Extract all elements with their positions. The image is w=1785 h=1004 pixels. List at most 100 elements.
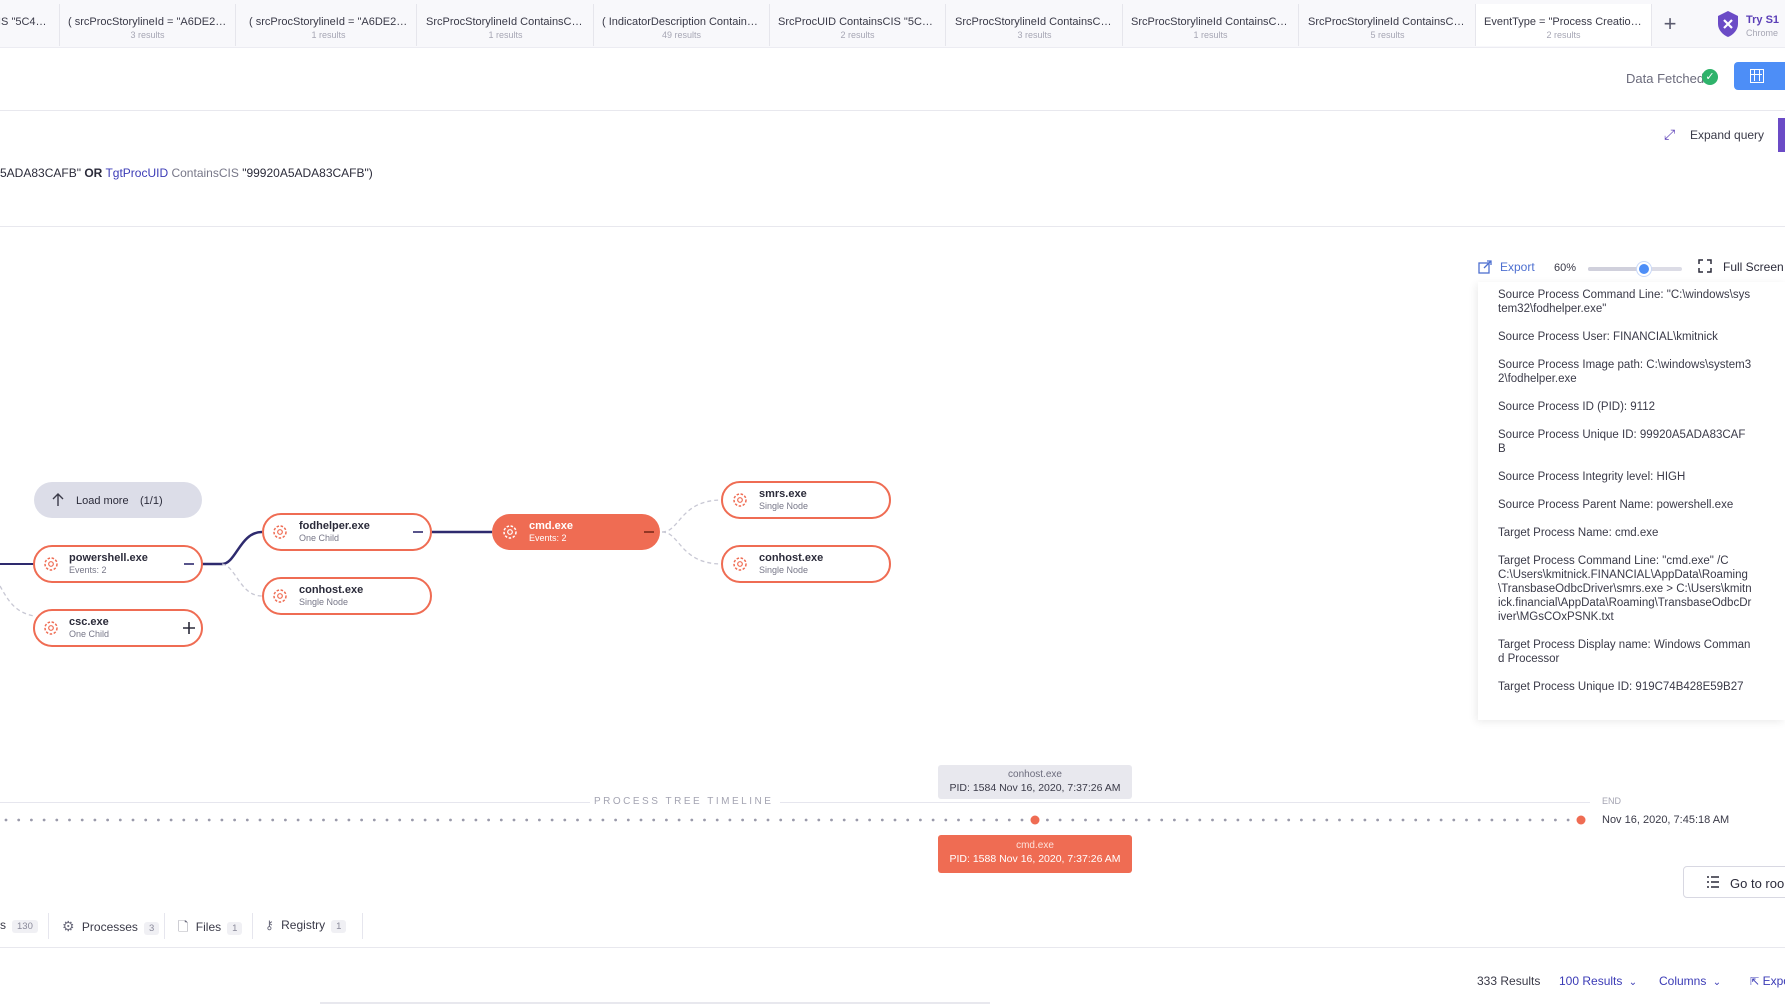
timeline-event-dot[interactable]	[855, 818, 859, 822]
export-icon[interactable]	[1478, 260, 1492, 274]
timeline-event-dot[interactable]	[17, 818, 21, 822]
timeline-event-dot[interactable]	[1566, 818, 1570, 822]
query-tab[interactable]: ( IndicatorDescription ContainsC... 49 r…	[594, 4, 770, 46]
timeline-event-dot[interactable]	[1363, 818, 1367, 822]
timeline-event-dot[interactable]	[474, 818, 478, 822]
timeline-event-dot[interactable]	[766, 818, 770, 822]
query-tab[interactable]: ( srcProcStorylineId = "A6DE235... 3 res…	[60, 4, 236, 46]
timeline-event-dot[interactable]	[296, 818, 300, 822]
process-node-powershell[interactable]: powershell.exe Events: 2	[33, 545, 203, 583]
timeline-event-dot[interactable]	[1515, 818, 1519, 822]
timeline-event-dot[interactable]	[1211, 818, 1214, 822]
timeline-event-dot[interactable]	[334, 818, 338, 822]
timeline-event-dot[interactable]	[1185, 818, 1189, 822]
horizontal-scrollbar[interactable]	[320, 1002, 990, 1004]
load-more-button[interactable]: Load more (1/1)	[34, 482, 202, 518]
query-text[interactable]: 5ADA83CAFB" OR TgtProcUID ContainsCIS "9…	[0, 166, 373, 180]
timeline-event-dot[interactable]	[944, 818, 948, 822]
query-tab[interactable]: ( srcProcStorylineId = "A6DE235... 1 res…	[241, 4, 417, 46]
timeline-event-dot[interactable]	[703, 818, 706, 822]
timeline-event-dot[interactable]	[1046, 818, 1049, 822]
timeline-event-dot[interactable]	[753, 818, 757, 822]
timeline-event-dot[interactable]	[1274, 818, 1278, 822]
timeline-event-dot[interactable]	[792, 818, 795, 822]
timeline-event-dot[interactable]	[80, 818, 84, 822]
timeline-event-dot[interactable]	[842, 818, 846, 822]
timeline-event-dot[interactable]	[690, 818, 694, 822]
timeline-event-dot[interactable]	[626, 818, 630, 822]
timeline-event-dot[interactable]	[360, 818, 363, 822]
timeline-event-dot[interactable]	[525, 818, 529, 822]
timeline-event-dot[interactable]	[309, 818, 313, 822]
timeline-event-dot[interactable]	[1350, 818, 1354, 822]
timeline-event-dot[interactable]	[30, 818, 33, 822]
columns-select[interactable]: Columns ⌄	[1659, 974, 1721, 988]
timeline-event-dot[interactable]	[1465, 818, 1468, 822]
timeline-event-dot[interactable]	[804, 818, 808, 822]
timeline-event-dot[interactable]	[207, 818, 211, 822]
fullscreen-icon[interactable]	[1698, 259, 1712, 273]
timeline-event-dot[interactable]	[652, 818, 656, 822]
zoom-slider-thumb[interactable]	[1637, 262, 1652, 276]
timeline-event-dot[interactable]	[1020, 818, 1024, 822]
timeline-event-dot[interactable]	[1528, 818, 1532, 822]
timeline-event-dot[interactable]	[1173, 818, 1176, 822]
timeline-event-dot[interactable]	[1071, 818, 1075, 822]
timeline-event-dot[interactable]	[1554, 818, 1557, 822]
try-label[interactable]: Try S1	[1746, 14, 1780, 26]
timeline-event-dot[interactable]	[1084, 818, 1087, 822]
timeline-event-dot[interactable]	[461, 818, 465, 822]
timeline-event-dot[interactable]	[245, 818, 249, 822]
process-node-fodhelper[interactable]: fodhelper.exe One Child	[262, 513, 432, 551]
query-tab[interactable]: SrcProcStorylineId ContainsCIS "... 5 re…	[1300, 4, 1476, 46]
process-node-conhost[interactable]: conhost.exe Single Node	[721, 545, 891, 583]
timeline-event-dot[interactable]	[512, 818, 516, 822]
timeline-event-dot[interactable]	[1325, 818, 1329, 822]
query-tab-active[interactable]: EventType = "Process Creation" ... 2 res…	[1476, 4, 1652, 46]
timeline-event-dot[interactable]	[1427, 818, 1430, 822]
timeline-event-dot[interactable]	[995, 818, 998, 822]
timeline-event-dot[interactable]	[398, 818, 402, 822]
page-size-select[interactable]: 100 Results ⌄	[1559, 974, 1637, 988]
timeline-event-dot[interactable]	[1096, 818, 1100, 822]
timeline-event-dot[interactable]	[779, 818, 783, 822]
expand-node-icon[interactable]	[183, 622, 195, 634]
timeline-event-dot[interactable]	[1249, 818, 1252, 822]
timeline-event-dot[interactable]	[233, 818, 237, 822]
timeline-event-dot[interactable]	[931, 818, 935, 822]
timeline-event-dot[interactable]	[1503, 818, 1506, 822]
timeline-event-dot[interactable]	[195, 818, 198, 822]
timeline-event-dot[interactable]	[614, 818, 617, 822]
export-graph-button[interactable]: Export	[1500, 260, 1535, 274]
timeline-event-dot[interactable]	[157, 818, 160, 822]
timeline-event-dot[interactable]	[144, 818, 148, 822]
timeline-event-dot[interactable]	[55, 818, 59, 822]
timeline-event-dot[interactable]	[1338, 818, 1341, 822]
timeline-event-dot[interactable]	[1477, 818, 1481, 822]
timeline-event-dot[interactable]	[1147, 818, 1151, 822]
timeline-event-dot[interactable]	[1198, 818, 1202, 822]
add-tab-button[interactable]: +	[1663, 11, 1677, 36]
timeline-event-dot[interactable]	[906, 818, 910, 822]
timeline-event-dot[interactable]	[1223, 818, 1227, 822]
go-to-root-button[interactable]: Go to roo	[1683, 866, 1785, 898]
timeline-event-dot[interactable]	[1414, 818, 1418, 822]
timeline-event-dot[interactable]	[1300, 818, 1303, 822]
timeline-event-dot[interactable]	[385, 818, 389, 822]
expand-query-button[interactable]: Expand query	[1690, 128, 1765, 142]
timeline-event-dot[interactable]	[1058, 818, 1062, 822]
fullscreen-button[interactable]: Full Screen	[1723, 260, 1784, 274]
timeline-event-dot[interactable]	[1261, 818, 1265, 822]
query-tab[interactable]: SrcProcUID ContainsCIS "5C4D0... 2 resul…	[770, 4, 946, 46]
process-node-cmd-selected[interactable]: cmd.exe Events: 2	[492, 514, 660, 550]
timeline-event-dot[interactable]	[423, 818, 427, 822]
timeline-event-dot[interactable]	[969, 818, 973, 822]
timeline-event-dot[interactable]	[538, 818, 541, 822]
timeline-event-dot[interactable]	[93, 818, 97, 822]
timeline-event-dot[interactable]	[347, 818, 351, 822]
timeline-event-dot[interactable]	[182, 818, 186, 822]
timeline-event-dot[interactable]	[1312, 818, 1316, 822]
